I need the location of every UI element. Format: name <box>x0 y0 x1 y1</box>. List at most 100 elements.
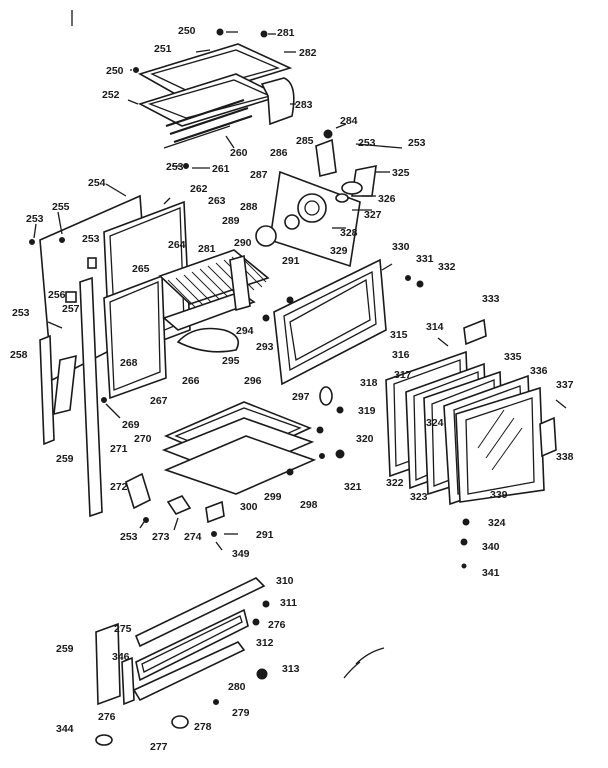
hinge-parts <box>125 472 192 531</box>
label-264: 264 <box>168 239 186 251</box>
label-322: 322 <box>386 477 404 489</box>
label-338: 338 <box>556 451 574 463</box>
label-313: 313 <box>282 663 300 675</box>
label-332: 332 <box>438 261 456 273</box>
label-314: 314 <box>426 321 444 333</box>
broiler-drawer-assembly <box>161 386 345 551</box>
label-278: 278 <box>194 721 212 733</box>
label-268: 268 <box>120 357 138 369</box>
label-260: 260 <box>230 147 248 159</box>
label-253: 253 <box>26 213 44 225</box>
label-253: 253 <box>408 137 426 149</box>
label-282: 282 <box>299 47 317 59</box>
label-254: 254 <box>88 177 106 189</box>
label-253: 253 <box>166 161 184 173</box>
label-276: 276 <box>268 619 286 631</box>
label-281: 281 <box>277 27 295 39</box>
label-253: 253 <box>358 137 376 149</box>
label-330: 330 <box>392 241 410 253</box>
label-315: 315 <box>390 329 408 341</box>
label-339: 339 <box>490 489 508 501</box>
label-323: 323 <box>410 491 428 503</box>
label-317: 317 <box>394 369 412 381</box>
side-trim-strip <box>39 257 121 518</box>
label-274: 274 <box>184 531 202 543</box>
label-325: 325 <box>392 167 410 179</box>
label-287: 287 <box>250 169 268 181</box>
label-346: 346 <box>112 651 130 663</box>
label-277: 277 <box>150 741 168 753</box>
label-316: 316 <box>392 349 410 361</box>
label-324: 324 <box>488 517 506 529</box>
label-253: 253 <box>120 531 138 543</box>
label-310: 310 <box>276 575 294 587</box>
label-340: 340 <box>482 541 500 553</box>
label-296: 296 <box>244 375 262 387</box>
label-259: 259 <box>56 643 74 655</box>
label-276: 276 <box>98 711 116 723</box>
label-289: 289 <box>222 215 240 227</box>
label-294: 294 <box>236 325 254 337</box>
label-279: 279 <box>232 707 250 719</box>
top-cover-assembly <box>71 10 296 169</box>
label-271: 271 <box>110 443 128 455</box>
label-297: 297 <box>292 391 310 403</box>
label-349: 349 <box>232 548 250 560</box>
label-336: 336 <box>530 365 548 377</box>
label-326: 326 <box>378 193 396 205</box>
label-295: 295 <box>222 355 240 367</box>
label-263: 263 <box>208 195 226 207</box>
label-261: 261 <box>212 163 230 175</box>
label-272: 272 <box>110 481 128 493</box>
label-281: 281 <box>198 243 216 255</box>
label-255: 255 <box>52 201 70 213</box>
storage-drawer-assembly <box>95 577 385 746</box>
label-293: 293 <box>256 341 274 353</box>
label-283: 283 <box>295 99 313 111</box>
label-300: 300 <box>240 501 258 513</box>
label-337: 337 <box>556 379 574 391</box>
label-273: 273 <box>152 531 170 543</box>
label-319: 319 <box>358 405 376 417</box>
label-324: 324 <box>426 417 444 429</box>
label-267: 267 <box>150 395 168 407</box>
label-321: 321 <box>344 481 362 493</box>
oven-cavity <box>103 197 270 400</box>
label-253: 253 <box>82 233 100 245</box>
label-327: 327 <box>364 209 382 221</box>
label-269: 269 <box>122 419 140 431</box>
label-335: 335 <box>504 351 522 363</box>
label-262: 262 <box>190 183 208 195</box>
label-298: 298 <box>300 499 318 511</box>
part-number-labels: 250 281 251 282 250 252 283 284 285 253 … <box>10 25 574 753</box>
label-256: 256 <box>48 289 66 301</box>
label-341: 341 <box>482 567 500 579</box>
label-329: 329 <box>330 245 348 257</box>
oven-rack <box>167 255 267 311</box>
label-258: 258 <box>10 349 28 361</box>
back-panel-assembly <box>255 123 403 304</box>
label-331: 331 <box>416 253 434 265</box>
label-266: 266 <box>182 375 200 387</box>
label-252: 252 <box>102 89 120 101</box>
label-311: 311 <box>280 597 297 609</box>
label-270: 270 <box>134 433 152 445</box>
label-290: 290 <box>234 237 252 249</box>
label-280: 280 <box>228 681 246 693</box>
label-288: 288 <box>240 201 258 213</box>
label-318: 318 <box>360 377 378 389</box>
label-250: 250 <box>178 25 196 37</box>
label-291: 291 <box>282 255 300 267</box>
label-259: 259 <box>56 453 74 465</box>
label-275: 275 <box>114 623 132 635</box>
label-265: 265 <box>132 263 150 275</box>
label-253: 253 <box>12 307 30 319</box>
label-257: 257 <box>62 303 80 315</box>
oven-door-assembly <box>385 318 567 569</box>
label-299: 299 <box>264 491 282 503</box>
label-312: 312 <box>256 637 274 649</box>
label-333: 333 <box>482 293 500 305</box>
label-291: 291 <box>256 529 274 541</box>
label-344: 344 <box>56 723 74 735</box>
